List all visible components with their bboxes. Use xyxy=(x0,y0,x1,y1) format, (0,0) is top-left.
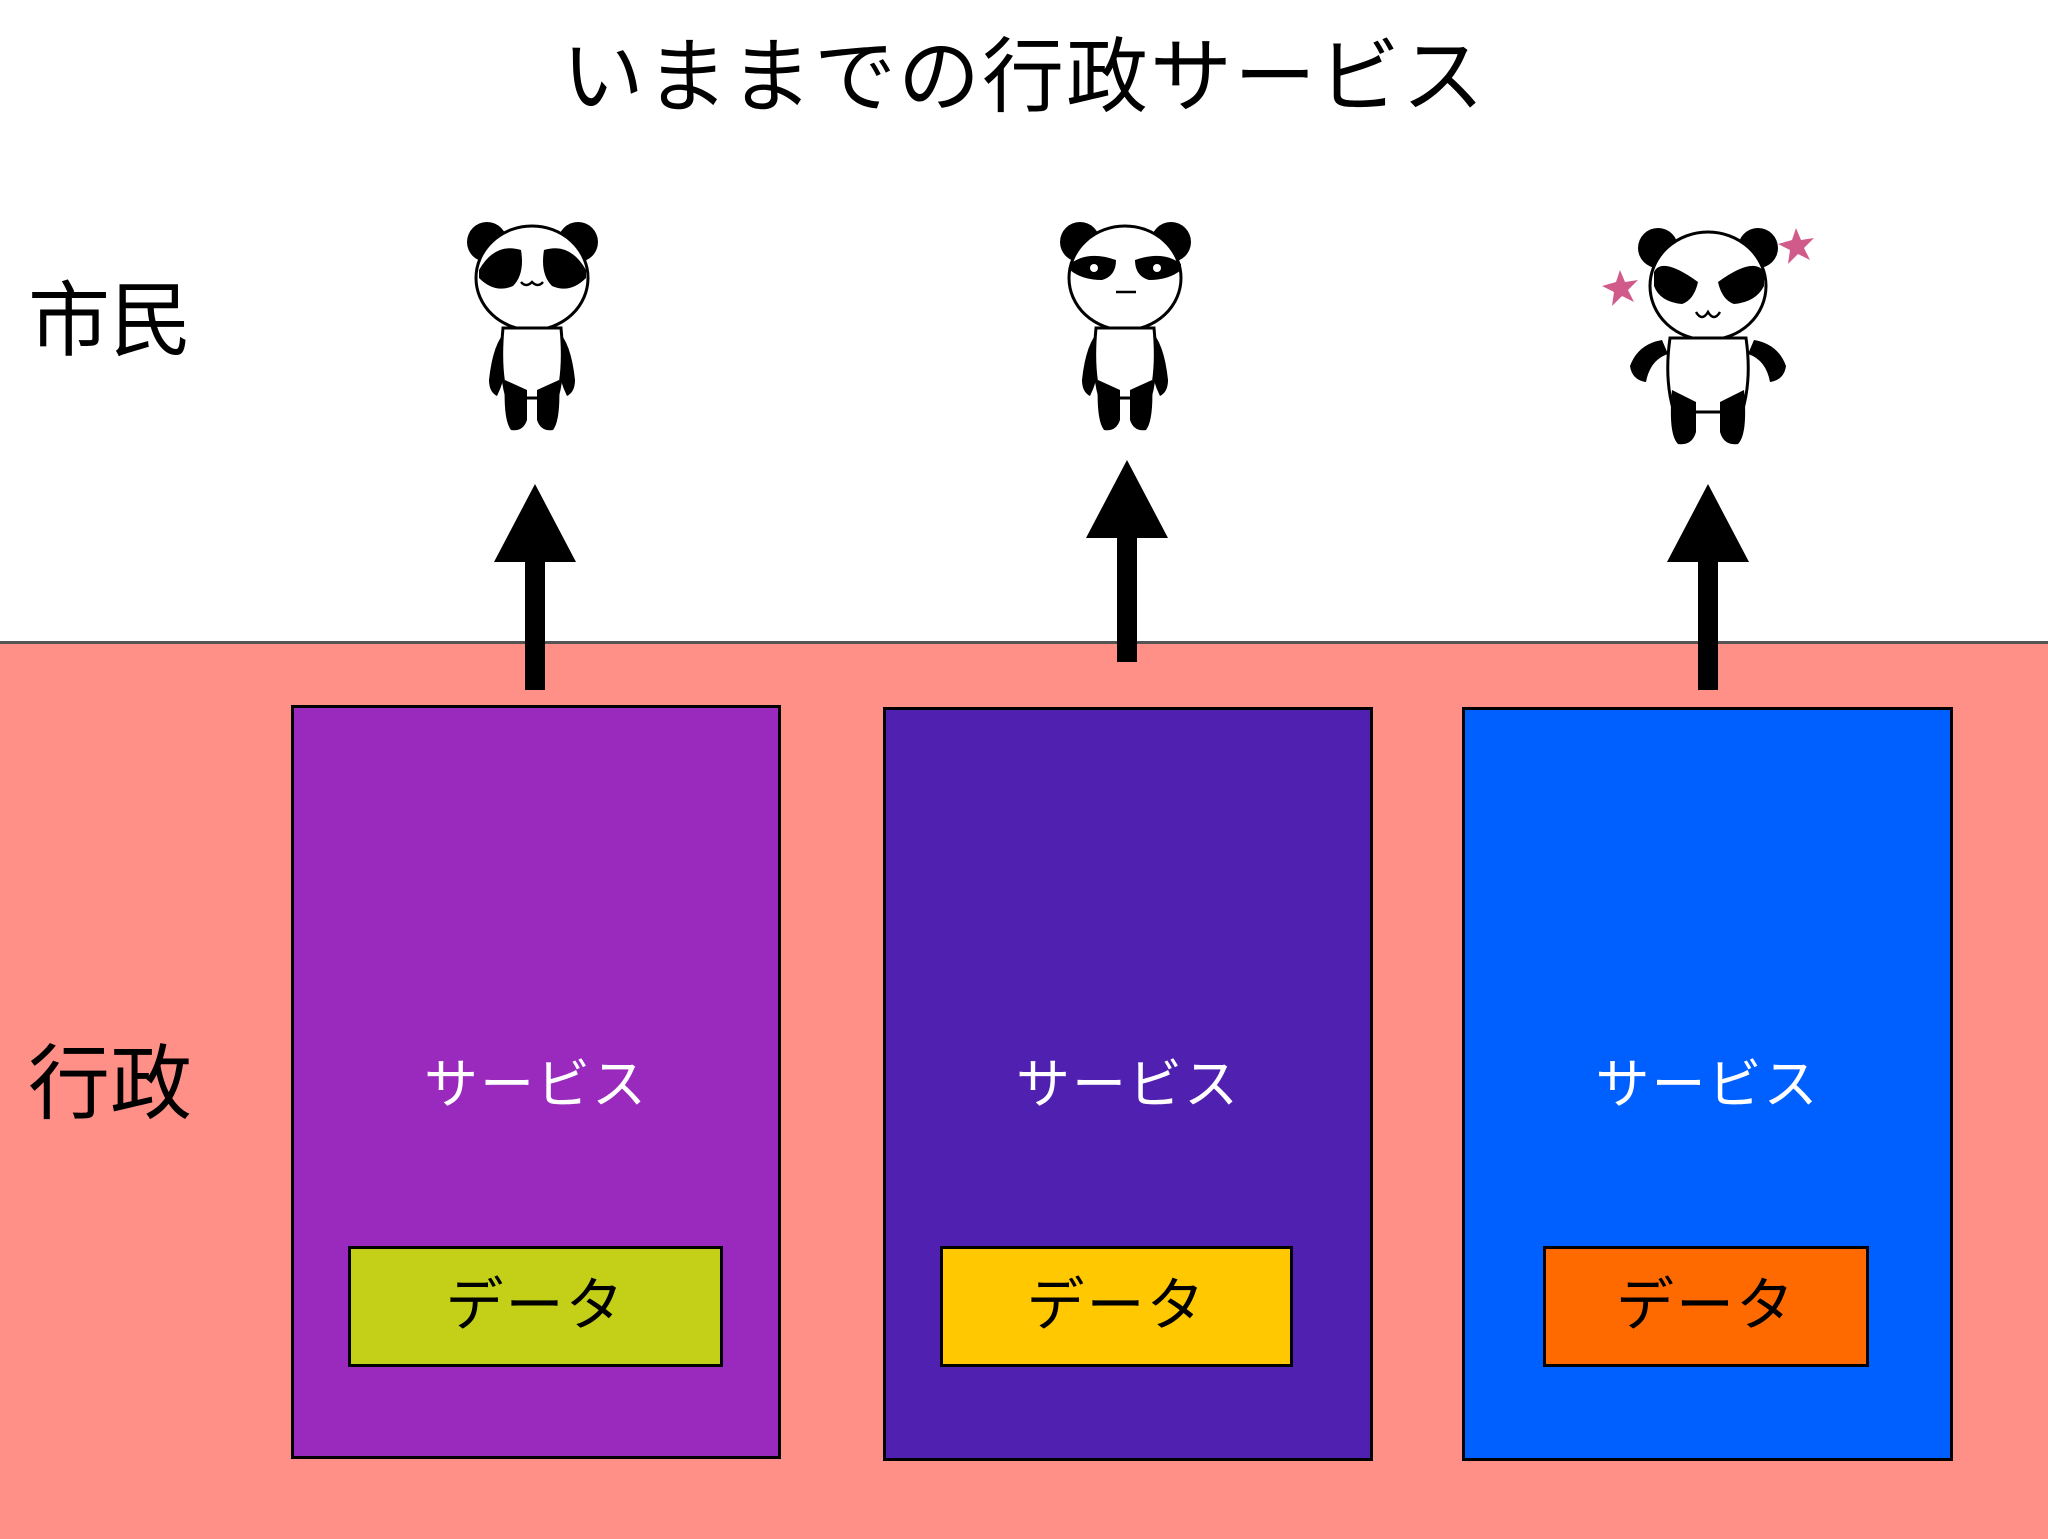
slide-title: いままでの行政サービス xyxy=(0,28,2048,128)
panda-icon-happy xyxy=(465,220,600,435)
panda-icon-neutral xyxy=(1058,220,1193,435)
arrow-up-icon-2 xyxy=(1082,460,1172,662)
data-box-3: データ xyxy=(1543,1246,1869,1367)
service-label-2: サービス xyxy=(886,1058,1370,1112)
data-box-2: データ xyxy=(940,1246,1293,1367)
arrow-up-icon-3 xyxy=(1663,484,1753,690)
government-label: 行政 xyxy=(28,1035,192,1135)
service-label-3: サービス xyxy=(1465,1058,1950,1112)
anger-sparkle-icon-left xyxy=(1602,270,1638,306)
anger-sparkle-icon-right xyxy=(1778,228,1814,264)
service-label-1: サービス xyxy=(294,1058,778,1112)
citizen-label: 市民 xyxy=(28,272,192,372)
panda-icon-angry xyxy=(1598,220,1818,450)
arrow-up-icon-1 xyxy=(490,484,580,690)
data-box-1: データ xyxy=(348,1246,723,1367)
